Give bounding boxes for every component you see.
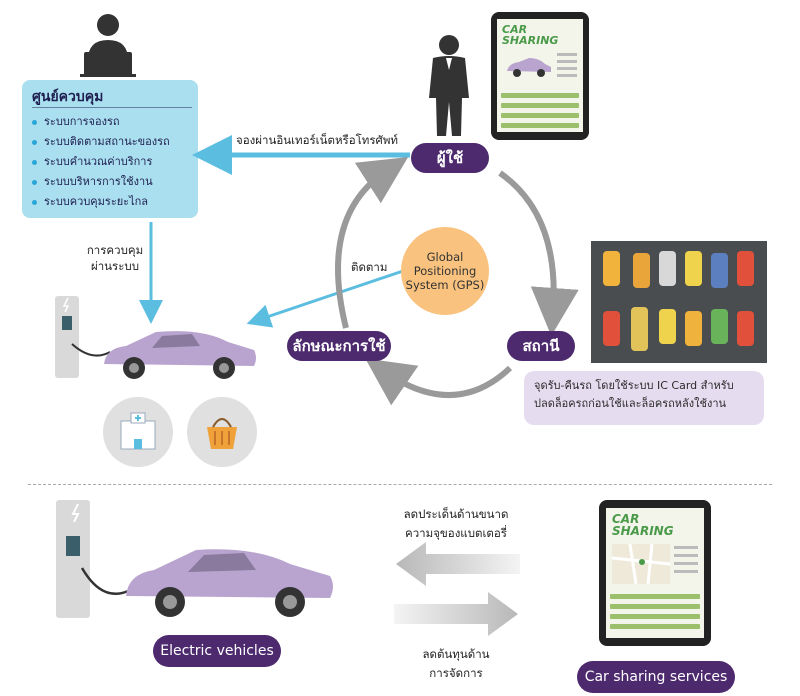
- car-icon: [737, 251, 754, 286]
- remote-control-label: การควบคุม ผ่านระบบ: [82, 242, 148, 274]
- tracking-arrow: [246, 269, 404, 328]
- charger-icon: [56, 500, 135, 618]
- benefit-arrows: [394, 542, 520, 636]
- app-form: [557, 53, 577, 83]
- list-item: [501, 93, 579, 98]
- remote-control-label-line2: ผ่านระบบ: [90, 259, 139, 273]
- list-item: [610, 614, 700, 619]
- car-icon: [711, 309, 728, 344]
- gps-label-line1: Global: [426, 250, 464, 264]
- shopping-basket-icon: [187, 397, 257, 467]
- electric-vehicles-pill: Electric vehicles: [153, 635, 281, 667]
- control-center-title: ศูนย์ควบคุม: [32, 89, 104, 105]
- reduce-battery-line1: ลดประเด็นด้านขนาด: [403, 507, 509, 521]
- car-icon: [711, 253, 728, 288]
- ev-charging-scene: [55, 296, 256, 379]
- car-icon: [737, 311, 754, 346]
- reduce-cost-line1: ลดต้นทุนด้าน: [422, 647, 490, 661]
- car-icon: [603, 311, 620, 346]
- cycle-arrow-user-to-station: [498, 170, 579, 336]
- map-icon: [611, 543, 671, 585]
- gps-circle: Global Positioning System (GPS): [401, 227, 489, 315]
- cycle-arrow-usage-to-user: [335, 157, 409, 329]
- reduce-battery-label: ลดประเด็นด้านขนาด ความจุของแบตเตอรี่: [392, 505, 520, 543]
- flow-arrows: [139, 135, 579, 406]
- list-item-label: ระบบคำนวณค่าบริการ: [44, 155, 153, 168]
- app-brand-line2: SHARING: [612, 524, 674, 538]
- gps-label-line2: Positioning: [413, 264, 477, 278]
- reduce-cost-line2: การจัดการ: [429, 666, 483, 680]
- list-item: [610, 624, 700, 629]
- app-brand: CAR SHARING: [612, 513, 674, 537]
- bullet: [32, 119, 37, 125]
- car-icon: [507, 58, 551, 77]
- list-item: [501, 123, 579, 128]
- list-item: ระบบคำนวณค่าบริการ: [32, 152, 170, 172]
- bullet: [32, 139, 37, 145]
- car-icon: [659, 251, 676, 286]
- list-item: ระบบการจองรถ: [32, 112, 170, 132]
- car-icon: [603, 251, 620, 286]
- booking-label: จองผ่านอินเทอร์เน็ตหรือโทรศัพท์: [236, 133, 398, 147]
- list-item-label: ระบบควบคุมระยะไกล: [44, 195, 149, 208]
- car-icon: [685, 251, 702, 286]
- parking-lot-icon: [591, 241, 767, 363]
- charger-icon: [55, 296, 111, 378]
- remote-control-label-line1: การควบคุม: [86, 243, 144, 257]
- divider: [32, 107, 192, 108]
- car-icon: [633, 253, 650, 288]
- car-icon: [659, 309, 676, 344]
- app-brand: CAR SHARING: [502, 24, 558, 46]
- reduce-cost-label: ลดต้นทุนด้าน การจัดการ: [392, 645, 520, 683]
- list-item-label: ระบบบริหารการใช้งาน: [44, 175, 153, 188]
- list-item-label: ระบบติดตามสถานะของรถ: [44, 135, 170, 148]
- user-icon: [427, 32, 471, 140]
- app-brand-line1: CAR: [612, 512, 640, 526]
- list-item-label: ระบบการจองรถ: [44, 115, 120, 128]
- list-item: [501, 103, 579, 108]
- operator-icon: [80, 8, 136, 78]
- tablet-icon: CAR SHARING: [491, 12, 589, 140]
- reduce-battery-line2: ความจุของแบตเตอรี่: [405, 526, 507, 540]
- cycle-arrow-station-to-usage: [365, 358, 513, 406]
- app-form: [674, 546, 698, 582]
- car-icon: [126, 549, 333, 617]
- tracking-label: ติดตาม: [351, 260, 388, 274]
- station-note: จุดรับ-คืนรถ โดยใช้ระบบ IC Card สำหรับปล…: [524, 371, 764, 425]
- hospital-icon: [103, 397, 173, 467]
- list-item: [610, 604, 700, 609]
- control-center-panel: ศูนย์ควบคุม ระบบการจองรถ ระบบติดตามสถานะ…: [22, 80, 198, 218]
- car-icon: [631, 307, 648, 351]
- app-brand-line2: SHARING: [502, 34, 559, 47]
- car-icon: [685, 311, 702, 346]
- ev-charging-scene-large: [56, 500, 333, 618]
- control-center-list: ระบบการจองรถ ระบบติดตามสถานะของรถ ระบบคำ…: [32, 112, 170, 212]
- list-item: ระบบบริหารการใช้งาน: [32, 172, 170, 192]
- list-item: [501, 113, 579, 118]
- car-sharing-services-pill: Car sharing services: [577, 661, 735, 693]
- list-item: ระบบควบคุมระยะไกล: [32, 192, 170, 212]
- bullet: [32, 159, 37, 165]
- gps-label-line3: System (GPS): [405, 278, 485, 292]
- arrow-right-icon: [394, 592, 518, 636]
- section-divider: [28, 484, 772, 485]
- list-item: [610, 594, 700, 599]
- app-brand-line1: CAR: [502, 23, 528, 36]
- bullet: [32, 179, 37, 185]
- car-icon: [104, 331, 256, 379]
- bullet: [32, 199, 37, 205]
- tablet-icon: CAR SHARING: [599, 500, 711, 646]
- list-item: ระบบติดตามสถานะของรถ: [32, 132, 170, 152]
- arrow-left-icon: [396, 542, 520, 586]
- station-pill: สถานี: [507, 331, 575, 361]
- user-pill: ผู้ใช้: [411, 143, 489, 173]
- app-screen: CAR SHARING: [497, 19, 583, 132]
- usage-pill: ลักษณะการใช้: [287, 331, 391, 361]
- app-screen: CAR SHARING: [606, 508, 704, 638]
